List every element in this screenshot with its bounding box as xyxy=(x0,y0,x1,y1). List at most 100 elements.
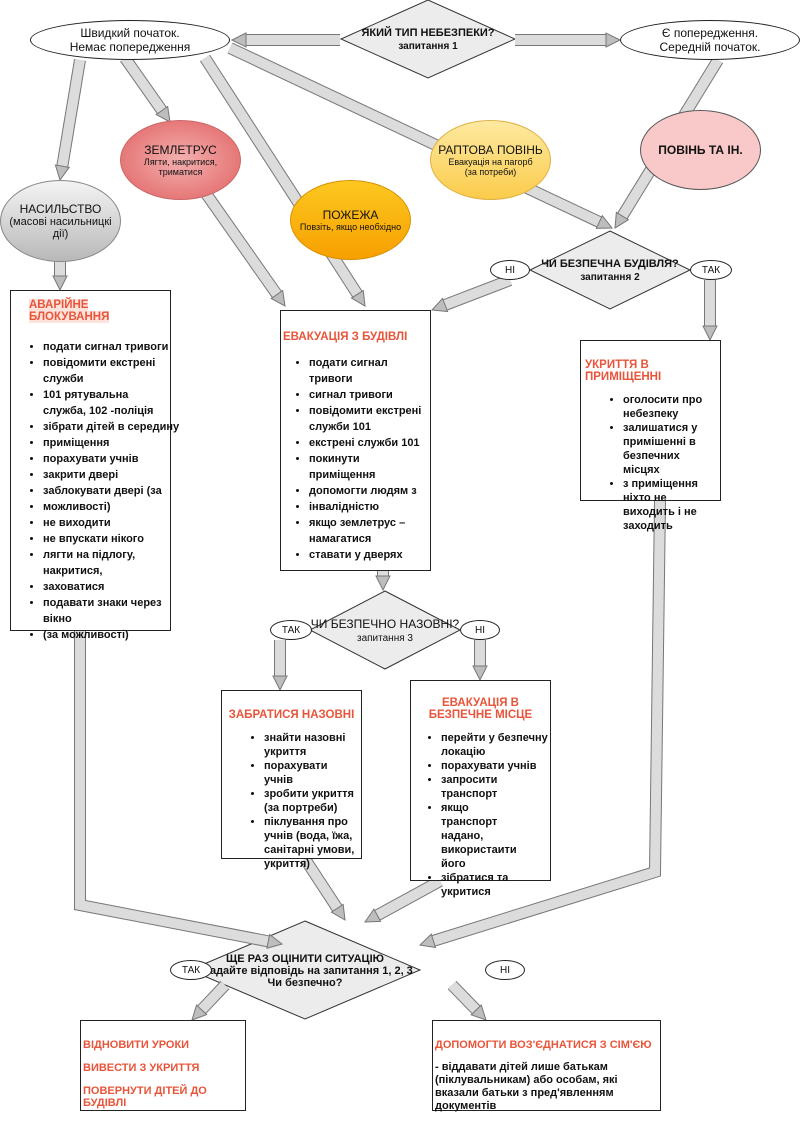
q2-sub: запитання 2 xyxy=(580,271,640,283)
q4-text: ЩЕ РАЗ ОЦІНИТИ СИТУАЦІЮ і надайте відпов… xyxy=(197,948,413,994)
lockdown-title: АВАРІЙНЕ БЛОКУВАННЯ xyxy=(29,299,110,323)
arrow xyxy=(191,980,230,1021)
list-item: приміщення xyxy=(43,435,170,451)
list-item: порахувати учнів xyxy=(43,451,170,467)
arrow xyxy=(230,32,340,48)
list-item: запросити транспорт xyxy=(441,773,511,801)
q3-no-label: НІ xyxy=(460,620,500,640)
list-item: повідомити екстрені служби 101 xyxy=(309,403,427,435)
q3-text: ЧИ БЕЗПЕЧНО НАЗОВНІ? запитання 3 xyxy=(310,612,460,648)
q1-text: ЯКИЙ ТИП НЕБЕЗПЕКИ? запитання 1 xyxy=(341,14,515,64)
list-item: подати сигнал тривоги xyxy=(43,339,170,355)
list-item: зібрати дітей в середину xyxy=(43,419,179,435)
list-item: якщо транспорт надано, використаити його xyxy=(441,801,521,871)
q1-title: ЯКИЙ ТИП НЕБЕЗПЕКИ? xyxy=(361,26,495,39)
arrow xyxy=(430,274,513,313)
node-title: ПОВІНЬ ТА ІН. xyxy=(658,143,743,157)
list-item: інвалідністю xyxy=(309,499,428,515)
reunify-box: ДОПОМОГТИ ВОЗ'ЄДНАТИСЯ З СІМ'ЄЮ - віддав… xyxy=(432,1020,661,1112)
list-item: можливості) xyxy=(43,499,170,515)
arrow xyxy=(74,631,284,949)
q4-line: Чи безпечно? xyxy=(267,977,343,989)
list-item: якщо землетрус – намагатися xyxy=(309,515,409,547)
arrow xyxy=(364,875,443,923)
shelter-title: УКРИТТЯ В ПРИМІЩЕННІ xyxy=(585,359,662,383)
fire-node: ПОЖЕЖА Повзіть, якщо необхідно xyxy=(290,180,411,260)
arrow xyxy=(52,262,68,292)
list-item: з приміщення ніхто не виходить і не захо… xyxy=(623,477,718,533)
node-title: ПОЖЕЖА xyxy=(322,208,379,222)
q2-title: ЧИ БЕЗПЕЧНА БУДІВЛЯ? xyxy=(541,257,679,270)
arrow xyxy=(375,571,391,592)
list-item: заховатися xyxy=(43,579,170,595)
list-item: піклування про учнів (вода, їжа, санітар… xyxy=(264,815,359,871)
arrow xyxy=(54,59,86,182)
arrow xyxy=(272,640,288,692)
list-item: допомогти людям з xyxy=(309,483,428,499)
list-item: знайти назовні укриття xyxy=(264,731,359,759)
diamond-q2 xyxy=(528,230,692,310)
resume-line: ВІДНОВИТИ УРОКИ xyxy=(83,1039,190,1051)
flood-etc-node: ПОВІНЬ ТА ІН. xyxy=(640,110,761,190)
arrow xyxy=(120,54,171,123)
arrow xyxy=(195,181,286,307)
q3-yes-label: ТАК xyxy=(270,620,312,640)
evacuate-safe-title: ЕВАКУАЦІЯ В БЕЗПЕЧНЕ МІСЦЕ xyxy=(428,697,533,721)
diamond-q3 xyxy=(308,590,462,670)
arrow xyxy=(227,42,614,229)
list-item: ставати у дверях xyxy=(309,547,428,563)
list-item: закрити двері xyxy=(43,467,170,483)
node-sub: Лягти, накритися, триматися xyxy=(143,157,218,177)
diamond-q4 xyxy=(188,920,422,1020)
node-text: Швидкий початок. xyxy=(80,26,180,40)
reunify-title: ДОПОМОГТИ ВОЗ'ЄДНАТИСЯ З СІМ'ЄЮ xyxy=(435,1039,652,1051)
node-title: НАСИЛЬСТВО xyxy=(19,202,102,216)
node-sub: (за потреби) xyxy=(464,167,517,177)
arrow xyxy=(418,500,666,949)
node-text: Немає попередження xyxy=(69,40,191,54)
violence-node: НАСИЛЬСТВО (масові насильницкі дії) xyxy=(0,180,121,262)
node-text: Є попередження. xyxy=(661,26,759,40)
evacuate-building-box: ЕВАКУАЦІЯ З БУДІВЛІ подати сигнал тривог… xyxy=(280,310,431,571)
list-item: порахувати учнів xyxy=(264,759,359,787)
node-sub: Евакуація на пагорб xyxy=(448,157,533,167)
list-item: перейти у безпечну локацію xyxy=(441,731,548,759)
q4-yes-label: ТАК xyxy=(170,960,212,980)
resume-line: ПОВЕРНУТИ ДІТЕЙ ДО БУДІВЛІ xyxy=(83,1085,207,1109)
list-item: зібратися та укритися xyxy=(441,871,521,899)
arrow xyxy=(515,32,622,48)
list-item: покинути приміщення xyxy=(309,451,389,483)
earthquake-node: ЗЕМЛЕТРУС Лягти, накритися, триматися xyxy=(120,120,241,200)
q4-line: ЩЕ РАЗ ОЦІНИТИ СИТУАЦІЮ xyxy=(225,953,384,965)
list-item: екстрені служби 101 xyxy=(309,435,428,451)
q2-no-label: НІ xyxy=(490,260,530,280)
shelter-box: УКРИТТЯ В ПРИМІЩЕННІ оголосити про небез… xyxy=(580,340,721,532)
q4-line: і надайте відповідь на запитання 1, 2, 3 xyxy=(197,965,413,977)
list-item: подати сигнал тривоги xyxy=(309,355,389,387)
evacuate-building-title: ЕВАКУАЦІЯ З БУДІВЛІ xyxy=(283,331,408,343)
evacuate-safe-box: ЕВАКУАЦІЯ В БЕЗПЕЧНЕ МІСЦЕ перейти у без… xyxy=(410,680,551,898)
resume-line: ВИВЕСТИ З УКРИТТЯ xyxy=(83,1062,200,1074)
reunify-text: - віддавати дітей лише батькам (піклувал… xyxy=(435,1061,618,1112)
node-text: Середній початок. xyxy=(659,40,761,54)
q4-no-label: НІ xyxy=(485,960,525,980)
lockdown-box: АВАРІЙНЕ БЛОКУВАННЯ подати сигнал тривог… xyxy=(10,290,179,641)
list-item: не впускати нікого xyxy=(43,531,170,547)
q2-yes-label: ТАК xyxy=(690,260,732,280)
q3-sub: запитання 3 xyxy=(357,632,413,644)
node-title: ЗЕМЛЕТРУС xyxy=(144,143,217,157)
go-outside-box: ЗАБРАТИСЯ НАЗОВНІ знайти назовні укриття… xyxy=(221,690,362,870)
list-item: сигнал тривоги xyxy=(309,387,428,403)
list-item: заблокувати двері (за xyxy=(43,483,170,499)
node-sub: (масові насильницкі дії) xyxy=(9,216,112,240)
list-item: (за можливості) xyxy=(43,627,170,643)
arrow xyxy=(702,280,718,342)
shelter-list: оголосити про небезпеку залишатися у при… xyxy=(585,393,718,533)
list-item: лягти на підлогу, накритися, xyxy=(43,547,170,579)
list-item: 101 рятувальна служба, 102 -поліція xyxy=(43,387,170,419)
arrow xyxy=(472,640,488,682)
list-item: зробити укриття (за портреби) xyxy=(264,787,359,815)
list-item: оголосити про небезпеку xyxy=(623,393,718,421)
node-title: РАПТОВА ПОВІНЬ xyxy=(438,143,543,157)
